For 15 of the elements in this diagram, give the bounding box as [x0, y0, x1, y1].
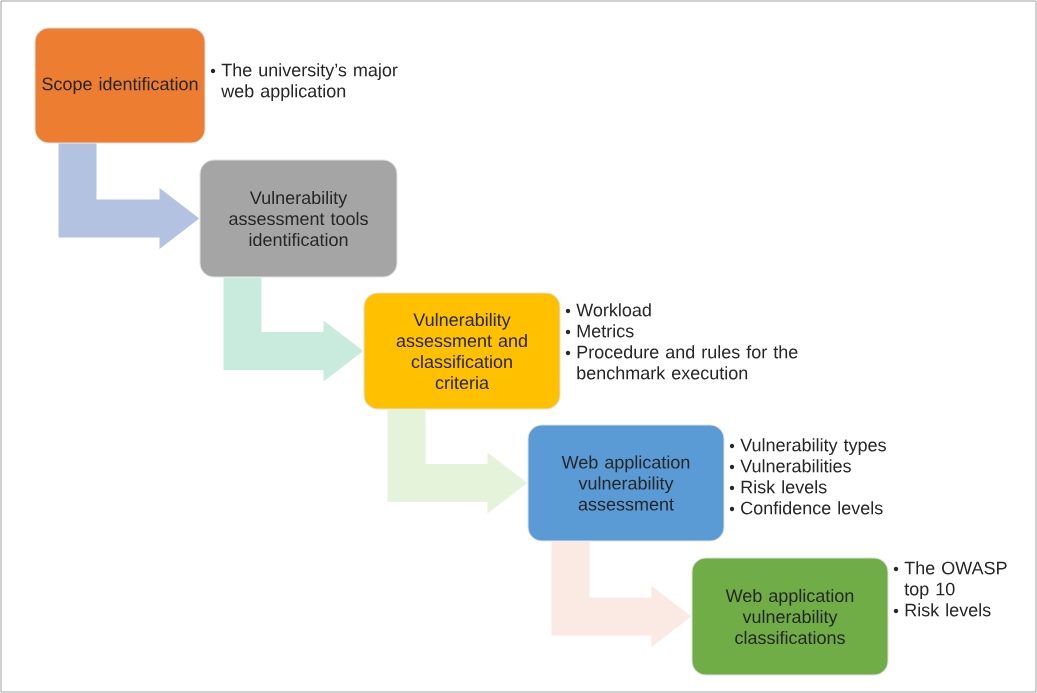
bullet-text: Procedure and rules for the benchmark execution — [577, 345, 798, 380]
bullet-text: Metrics — [577, 324, 634, 338]
bullet-text: Vulnerabilities — [740, 459, 851, 473]
process-box: Web application vulnerability classifications — [691, 557, 889, 676]
bullet-text: Risk levels — [905, 603, 991, 617]
bullet-text: Vulnerability types — [740, 438, 886, 455]
bullet-text: The OWASP top 10 — [904, 561, 1007, 599]
process-box: Vulnerability assessment and classification criteria — [363, 292, 561, 410]
bullet-text: The university’s major web application — [221, 63, 398, 101]
bullet-text: Confidence levels — [741, 501, 883, 515]
process-box: Scope identification — [34, 27, 206, 144]
bullet-text: Risk levels — [741, 480, 827, 494]
process-box: Web application vulnerability assessment — [527, 424, 725, 542]
bullet-text: Workload — [576, 303, 651, 317]
process-box: Vulnerability assessment tools identification — [199, 159, 398, 278]
